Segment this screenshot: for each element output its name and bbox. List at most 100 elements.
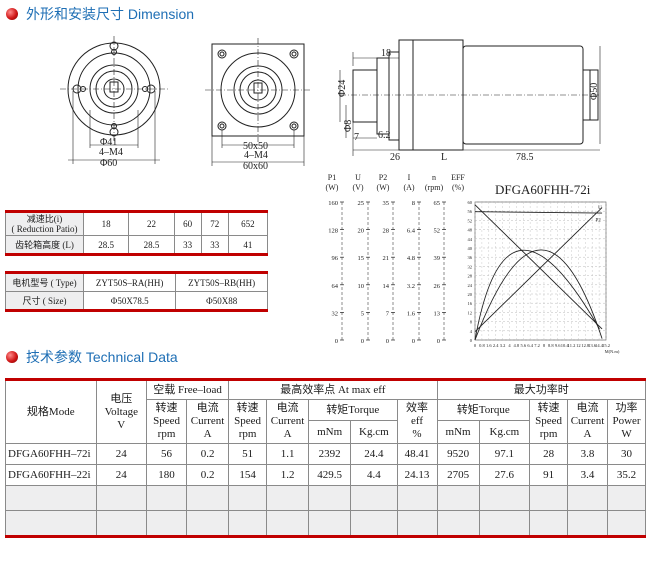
x-tick-label: 2.4 xyxy=(493,343,499,348)
scale-tick-label: 26 xyxy=(434,283,441,290)
eff-tick-label: 20 xyxy=(468,292,473,297)
empty-cell xyxy=(186,485,230,511)
value-cell: 30 xyxy=(607,443,646,465)
x-tick-label: 12 xyxy=(576,343,581,348)
header-power: 功率 Power W xyxy=(607,399,646,444)
axis-head-unit: (V) xyxy=(352,183,363,192)
side-dim-78-5: 78.5 xyxy=(516,152,534,163)
value-cell: 97.1 xyxy=(478,443,531,465)
x-tick-label: 5.6 xyxy=(520,343,526,348)
voltage-curve xyxy=(474,211,603,214)
value-cell: 1.2 xyxy=(266,464,310,486)
x-tick-label: 1.6 xyxy=(486,343,492,348)
empty-cell xyxy=(478,510,531,538)
eff-tick-label: 48 xyxy=(468,228,473,233)
red-bullet-icon xyxy=(6,351,18,363)
scale-tick-label: 21 xyxy=(383,255,390,262)
eff-tick-label: 4 xyxy=(470,329,473,334)
header-voltage: 电压 Voltage V xyxy=(95,378,148,444)
model-cell: DFGA60FHH–22i xyxy=(5,464,97,486)
x-tick-label: 0 xyxy=(474,343,477,348)
eff-tick-label: 32 xyxy=(468,264,473,269)
header-max-eff: 最高效率点 At max eff xyxy=(228,378,438,400)
value-cell: 48.41 xyxy=(396,443,438,465)
empty-cell xyxy=(567,485,609,511)
scale-tick-label: 20 xyxy=(358,228,365,235)
motor-size-cell: Φ50X78.5 xyxy=(82,291,177,312)
round-dim-4m4: 4–M4 xyxy=(99,147,123,158)
round-dim-phi60: Φ60 xyxy=(100,158,117,169)
square-dim-4m4: 4–M4 xyxy=(244,150,268,161)
empty-cell xyxy=(350,485,398,511)
scale-tick-label: 0 xyxy=(386,338,389,345)
value-cell: 1.1 xyxy=(266,443,310,465)
empty-row xyxy=(5,485,646,511)
empty-cell xyxy=(308,510,352,538)
height-cell: 33 xyxy=(173,235,202,256)
empty-cell xyxy=(529,485,569,511)
eff-tick-label: 36 xyxy=(468,255,473,260)
scale-tick-label: 5 xyxy=(361,310,364,317)
scale-tick-label: 96 xyxy=(332,255,339,262)
p2-curve-label: P2 xyxy=(596,218,602,223)
value-cell: 3.8 xyxy=(567,443,609,465)
u-curve-label: U xyxy=(598,206,602,211)
empty-cell xyxy=(146,485,188,511)
empty-cell xyxy=(266,485,310,511)
model-cell: DFGA60FHH–72i xyxy=(5,443,97,465)
scale-tick-label: 8 xyxy=(412,200,415,207)
x-tick-label: 7.2 xyxy=(534,343,540,348)
empty-cell xyxy=(5,485,97,511)
axis-head-symbol: P1 xyxy=(328,173,336,182)
header-pow-mnm: mNm xyxy=(436,420,480,444)
ratio-row-label: 减速比(i) ( Reduction Patio) xyxy=(5,210,84,236)
height-cell: 28.5 xyxy=(128,235,175,256)
axis-head-symbol: EFF xyxy=(451,173,465,182)
scale-tick-label: 6.4 xyxy=(407,228,416,235)
speed-curve xyxy=(474,204,603,330)
eff-tick-label: 24 xyxy=(468,283,473,288)
square-flange-view xyxy=(205,38,311,166)
square-dim-50x50: 50x50 xyxy=(243,141,268,152)
empty-cell xyxy=(396,510,438,538)
empty-cell xyxy=(529,510,569,538)
empty-row xyxy=(5,510,646,538)
x-tick-label: 9.6 xyxy=(555,343,561,348)
header-eff-mnm: mNm xyxy=(308,420,352,444)
header-pow-current: 电流 Current A xyxy=(567,399,609,444)
motor-type-cell: ZYT50S–RA(HH) xyxy=(82,271,177,292)
empty-cell xyxy=(266,510,310,538)
motor-size-label: 尺寸 ( Size) xyxy=(5,291,84,312)
eff-tick-label: 60 xyxy=(468,200,473,205)
scale-tick-label: 13 xyxy=(434,310,441,317)
value-cell: 35.2 xyxy=(607,464,646,486)
scale-tick-label: 0 xyxy=(412,338,415,345)
value-cell: 180 xyxy=(146,464,188,486)
round-dim-phi41: Φ41 xyxy=(100,137,117,148)
side-dim-phi50: Φ50 xyxy=(589,83,600,100)
side-dim-phi24: Φ24 xyxy=(337,80,348,97)
x-tick-label: 14.4 xyxy=(595,343,604,348)
side-dim-7: 7 xyxy=(354,132,359,143)
value-cell: 154 xyxy=(228,464,268,486)
height-cell: 41 xyxy=(227,235,269,256)
x-unit-label: M(N.m) xyxy=(605,349,620,354)
scale-tick-label: 15 xyxy=(358,255,365,262)
x-tick-label: 4.8 xyxy=(514,343,520,348)
x-tick-label: 6.4 xyxy=(527,343,533,348)
value-cell: 4.4 xyxy=(350,464,398,486)
scale-tick-label: 160 xyxy=(328,200,338,207)
motor-size-cell: Φ50X88 xyxy=(175,291,268,312)
x-tick-label: 0.8 xyxy=(479,343,485,348)
empty-cell xyxy=(350,510,398,538)
eff-tick-label: 56 xyxy=(468,209,473,214)
scale-tick-label: 52 xyxy=(434,228,441,235)
x-tick-label: 15.2 xyxy=(602,343,610,348)
header-free-current: 电流 Current A xyxy=(186,399,230,444)
scale-tick-label: 39 xyxy=(434,255,441,262)
ratio-cell: 72 xyxy=(200,210,229,236)
header-pow-speed: 转速 Speed rpm xyxy=(529,399,569,444)
side-dim-6-2: 6.2 xyxy=(378,130,391,141)
axis-head-symbol: I xyxy=(408,173,411,182)
